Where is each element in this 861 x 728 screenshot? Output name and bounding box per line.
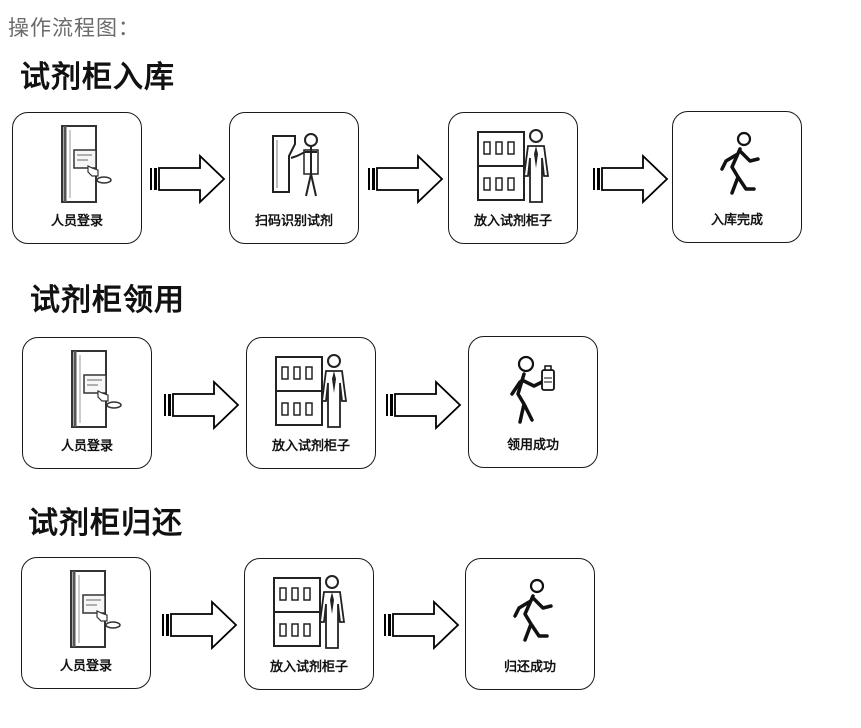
login-terminal-icon [13,121,141,209]
step-card: 放入试剂柜子 [244,558,374,690]
walking-person-icon [466,567,594,655]
flow-arrow-icon [368,154,444,204]
step-label: 放入试剂柜子 [473,214,552,229]
step-label: 归还成功 [503,660,556,675]
step-label: 扫码识别试剂 [254,214,333,229]
step-card: 放入试剂柜子 [448,112,578,244]
section-title-borrow: 试剂柜领用 [30,283,185,318]
step-card: 领用成功 [468,336,598,468]
step-label: 人员登录 [59,659,112,674]
step-card: 人员登录 [12,112,142,244]
flow-arrow-icon [386,380,462,430]
page-title: 操作流程图： [8,16,140,40]
flow-arrow-icon [164,380,240,430]
person-holding-bottle-icon [469,345,597,433]
step-label: 放入试剂柜子 [269,660,348,675]
step-card: 放入试剂柜子 [246,337,376,469]
step-label: 人员登录 [60,439,113,454]
step-card: 归还成功 [465,558,595,690]
flow-arrow-icon [384,600,460,650]
step-label: 入库完成 [710,213,763,228]
section-title-return: 试剂柜归还 [28,506,183,541]
login-terminal-icon [22,566,150,654]
flow-arrow-icon [150,154,226,204]
login-terminal-icon [23,346,151,434]
walking-person-icon [673,120,801,208]
cabinet-person-icon [247,346,375,434]
step-card: 扫码识别试剂 [229,112,359,244]
step-label: 放入试剂柜子 [271,439,350,454]
step-card: 入库完成 [672,111,802,243]
step-card: 人员登录 [21,557,151,689]
cabinet-person-icon [245,567,373,655]
scan-kiosk-icon [230,121,358,209]
step-card: 人员登录 [22,337,152,469]
section-title-stock-in: 试剂柜入库 [20,60,175,95]
step-label: 人员登录 [50,214,103,229]
cabinet-person-icon [449,121,577,209]
step-label: 领用成功 [506,438,559,453]
flow-arrow-icon [162,600,238,650]
flow-arrow-icon [593,154,669,204]
